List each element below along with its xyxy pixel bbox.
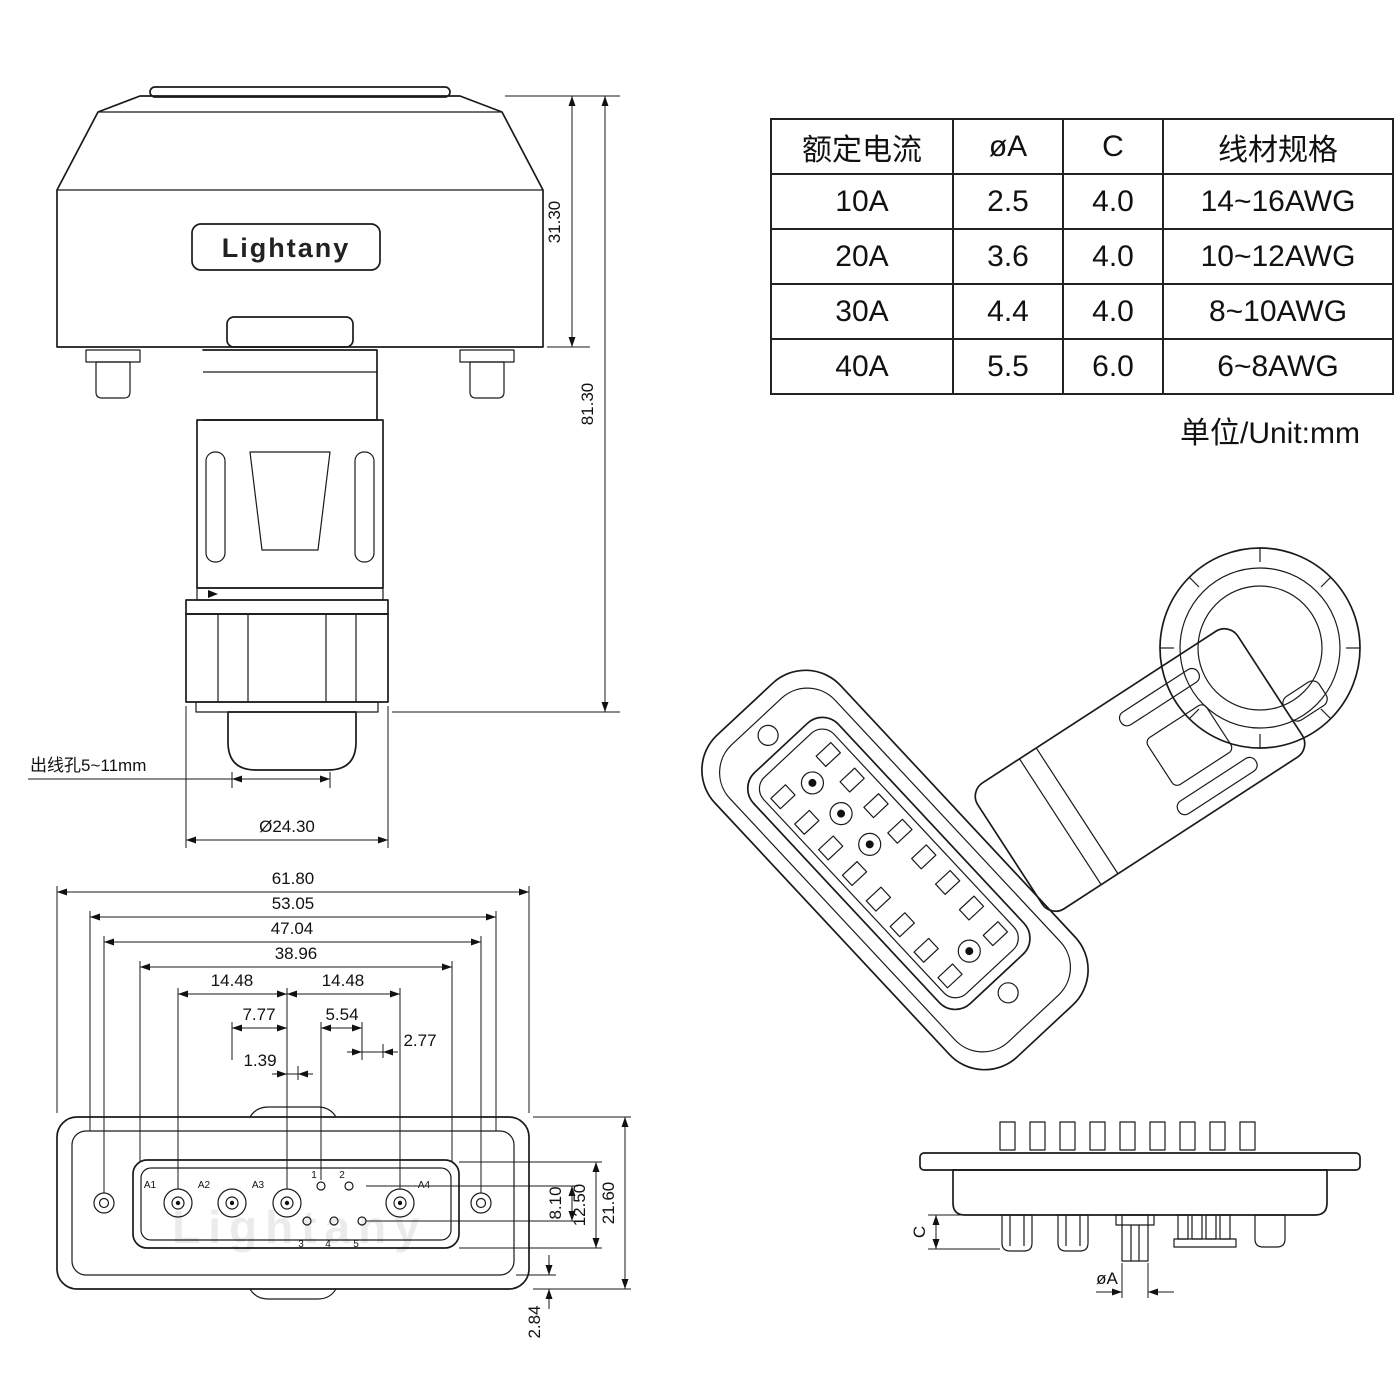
side-view: C øA xyxy=(910,1121,1361,1298)
table-row: 30A 4.4 4.0 8~10AWG xyxy=(770,283,1394,340)
rating-table: 额定电流 øA C 线材规格 10A 2.5 4.0 14~16AWG 20A … xyxy=(770,118,1394,395)
dim-label: 2.77 xyxy=(403,1031,436,1050)
header-rated-current: 额定电流 xyxy=(770,118,954,175)
brand-logo: Lightany xyxy=(222,233,351,263)
dim-label: øA xyxy=(1096,1269,1118,1288)
dim-label: 53.05 xyxy=(272,894,315,913)
dim-label: 1.39 xyxy=(243,1051,276,1070)
pin-label: 2 xyxy=(339,1170,345,1181)
dim-label: 5.54 xyxy=(325,1005,358,1024)
header-phi-a: øA xyxy=(952,118,1064,175)
table-header-row: 额定电流 øA C 线材规格 xyxy=(770,118,1394,175)
brand-watermark: Lightany xyxy=(172,1201,428,1253)
cell: 4.4 xyxy=(952,283,1064,340)
cell: 6~8AWG xyxy=(1162,338,1394,395)
table-row: 40A 5.5 6.0 6~8AWG xyxy=(770,338,1394,395)
table-row: 10A 2.5 4.0 14~16AWG xyxy=(770,173,1394,230)
face-view: 61.80 53.05 47.04 38.96 14.48 14.48 7.77… xyxy=(56,869,631,1339)
cell: 4.0 xyxy=(1062,283,1164,340)
unit-note: 单位/Unit:mm xyxy=(1180,417,1360,450)
dim-label: 12.50 xyxy=(570,1184,589,1227)
cell: 20A xyxy=(770,228,954,285)
cell: 4.0 xyxy=(1062,173,1164,230)
dim-label: 31.30 xyxy=(545,201,564,244)
cell: 10~12AWG xyxy=(1162,228,1394,285)
dim-label: 38.96 xyxy=(275,944,318,963)
cell: 5.5 xyxy=(952,338,1064,395)
isometric-view xyxy=(701,547,1361,1071)
signal-contacts xyxy=(302,1181,367,1226)
cell: 30A xyxy=(770,283,954,340)
rating-table-wrap: 额定电流 øA C 线材规格 10A 2.5 4.0 14~16AWG 20A … xyxy=(770,118,1394,395)
dim-label: 2.84 xyxy=(525,1305,544,1338)
pin-tails xyxy=(999,1121,1256,1151)
dim-label: 14.48 xyxy=(322,971,365,990)
cell: 14~16AWG xyxy=(1162,173,1394,230)
iso-body xyxy=(974,627,1328,913)
front-view: Lightany 31.30 8 xyxy=(28,86,620,848)
contact-comb xyxy=(1173,1214,1237,1248)
dim-label: 61.80 xyxy=(272,869,315,888)
table-row: 20A 3.6 4.0 10~12AWG xyxy=(770,228,1394,285)
cable-hole-label: 出线孔5~11mm xyxy=(30,756,146,775)
dim-label: 81.30 xyxy=(578,383,597,426)
pin-label: A1 xyxy=(144,1180,157,1191)
dim-label: Ø24.30 xyxy=(259,817,315,836)
dim-label: 21.60 xyxy=(599,1182,618,1225)
pin-label: A2 xyxy=(198,1180,211,1191)
dim-label: 14.48 xyxy=(211,971,254,990)
pin-label: 3 xyxy=(298,1239,304,1250)
iso-flange xyxy=(701,669,1089,1071)
power-contacts xyxy=(163,1188,415,1218)
dim-label: 47.04 xyxy=(271,919,314,938)
iso-slots-bottom xyxy=(770,784,963,989)
iso-power-pins xyxy=(800,771,981,963)
pin-label: 1 xyxy=(311,1170,317,1181)
cell: 40A xyxy=(770,338,954,395)
header-c: C xyxy=(1062,118,1164,175)
iso-slots-top xyxy=(815,741,1009,947)
pin-label: 4 xyxy=(325,1239,331,1250)
header-wire-spec: 线材规格 xyxy=(1162,118,1394,175)
dim-label: 7.77 xyxy=(242,1005,275,1024)
cell: 8~10AWG xyxy=(1162,283,1394,340)
pin-label: A3 xyxy=(252,1180,265,1191)
cell: 4.0 xyxy=(1062,228,1164,285)
dim-label: 8.10 xyxy=(546,1186,565,1219)
cell: 2.5 xyxy=(952,173,1064,230)
pin-label: 5 xyxy=(353,1239,359,1250)
orientation-mark xyxy=(208,590,218,598)
dim-label: C xyxy=(910,1226,929,1238)
cell: 10A xyxy=(770,173,954,230)
cell: 3.6 xyxy=(952,228,1064,285)
cell: 6.0 xyxy=(1062,338,1164,395)
gland-ribs xyxy=(1160,548,1360,748)
